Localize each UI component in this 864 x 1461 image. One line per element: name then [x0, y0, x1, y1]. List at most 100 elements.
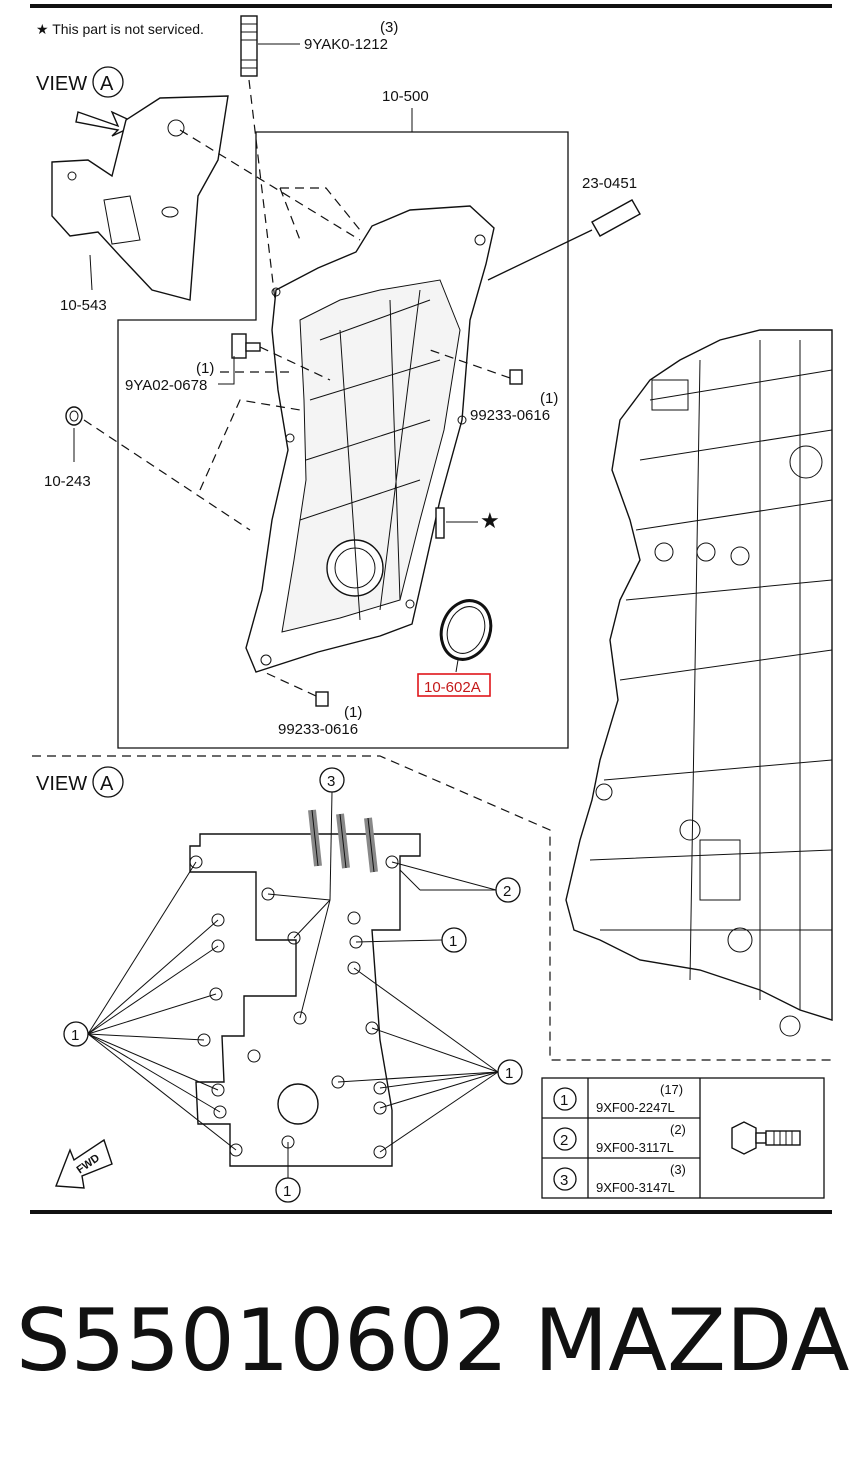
bolt-hole — [373, 1081, 387, 1095]
footer-part-number: S55010602 — [16, 1291, 508, 1391]
seal-ring-icon — [65, 406, 83, 426]
view-label-top: VIEW — [36, 73, 87, 95]
table-row: 2 (2) 9XF00-3117L — [553, 1122, 686, 1155]
bolt-hole — [229, 1143, 243, 1157]
callout-2-text: 2 — [503, 883, 511, 900]
bolt-hole — [211, 939, 225, 953]
leader-line — [355, 939, 443, 943]
bolt-holes — [189, 855, 399, 1159]
bolt-hole — [247, 1049, 261, 1063]
leader-line — [87, 945, 219, 1035]
callout-3-text: 3 — [327, 773, 335, 790]
p5-label: 9YA02-0678 — [125, 377, 207, 394]
row-qty: (17) — [660, 1082, 683, 1097]
bolt-table — [541, 1077, 825, 1199]
view-label-bottom: VIEW — [36, 773, 87, 795]
p4-label: 10-543 — [60, 297, 107, 314]
bolt-hole — [287, 931, 301, 945]
leader-line — [337, 1071, 499, 1083]
legend-note: ★ This part is not serviced. — [36, 21, 204, 37]
p1-label: 9YAK0-1212 — [304, 36, 388, 53]
view-letter-top: A — [100, 73, 114, 95]
bolt-hole — [373, 1145, 387, 1159]
row-num: 3 — [560, 1172, 568, 1189]
leader-line — [299, 899, 331, 1019]
assembly-box — [117, 131, 569, 749]
leader-line — [379, 1071, 499, 1089]
dash-line — [199, 399, 301, 491]
bolt-hole — [209, 987, 223, 1001]
callout-1 — [441, 927, 467, 953]
leader-line — [87, 1033, 219, 1091]
leader-line — [391, 861, 497, 891]
row-num: 2 — [560, 1132, 568, 1149]
leader-line — [87, 993, 217, 1035]
flange-bolt-icon — [731, 1121, 801, 1155]
row-part: 9XF00-3117L — [596, 1140, 674, 1155]
not-serviced-star: ★ — [480, 508, 500, 533]
callout-2 — [495, 877, 521, 903]
row-qty: (2) — [670, 1122, 686, 1137]
dash-line — [279, 187, 301, 241]
callout-3 — [319, 767, 345, 793]
bolt-hole — [365, 1021, 379, 1035]
bolt-hole — [347, 961, 361, 975]
callout-1-text: 1 — [71, 1027, 79, 1044]
p9-label: 99233-0616 — [278, 721, 358, 738]
leader-line — [371, 1027, 499, 1073]
fwd-arrow-icon — [55, 1138, 113, 1189]
dowel-pin-icon — [263, 671, 329, 707]
p7-label: 10-243 — [44, 473, 91, 490]
leader-line — [329, 791, 333, 901]
view-circle-top — [92, 66, 124, 98]
p9-qty: (1) — [344, 704, 362, 721]
p2-label: 10-500 — [382, 88, 429, 105]
oil-seal-icon — [439, 599, 493, 673]
bolt-hole — [293, 1011, 307, 1025]
bolt-hole — [373, 1101, 387, 1115]
row-part: 9XF00-2247L — [596, 1100, 675, 1115]
callout-1 — [275, 1177, 301, 1203]
footer-brand: MAZDA — [534, 1291, 850, 1391]
stud-bolt-icon — [240, 15, 276, 301]
view-circle-bottom — [92, 766, 124, 798]
bolt-hole — [213, 1105, 227, 1119]
callout-1-text: 1 — [449, 933, 457, 950]
callout-1 — [63, 1021, 89, 1047]
table-row: 3 (3) 9XF00-3147L — [553, 1162, 686, 1195]
row-num: 1 — [560, 1092, 568, 1109]
leader-line — [87, 861, 197, 1035]
leader-line — [293, 899, 331, 939]
leader-p5 — [218, 356, 235, 385]
dowel-pin-icon — [429, 349, 523, 385]
bolt-hole — [347, 911, 361, 925]
row-qty: (3) — [670, 1162, 686, 1177]
callout-1 — [497, 1059, 523, 1085]
bracket-10-543 — [51, 95, 361, 301]
leader-line — [87, 1033, 237, 1151]
bolt-hole — [261, 887, 275, 901]
p8-label[interactable]: 10-602A — [424, 679, 481, 696]
bolt-hole — [211, 913, 225, 927]
section-separator — [32, 755, 832, 1061]
row-part: 9XF00-3147L — [596, 1180, 675, 1195]
dipstick-tube-icon — [487, 199, 641, 281]
leader-line — [267, 893, 331, 901]
leader-line — [87, 1033, 205, 1041]
leader-line — [399, 869, 421, 891]
leader-line — [87, 1033, 221, 1113]
table-row: 1 (17) 9XF00-2247L — [553, 1082, 683, 1115]
seal-ring-inner — [69, 410, 79, 422]
bolt-hole — [385, 855, 399, 869]
p6-qty: (1) — [540, 390, 558, 407]
leader-line — [353, 967, 499, 1073]
bolt-hole — [189, 855, 203, 869]
p5-qty: (1) — [196, 360, 214, 377]
p1-qty: (3) — [380, 19, 398, 36]
leader-line — [379, 1071, 499, 1109]
highlight-box — [417, 673, 491, 697]
p6-label: 99233-0616 — [470, 407, 550, 424]
engine-assembly — [565, 329, 833, 1037]
